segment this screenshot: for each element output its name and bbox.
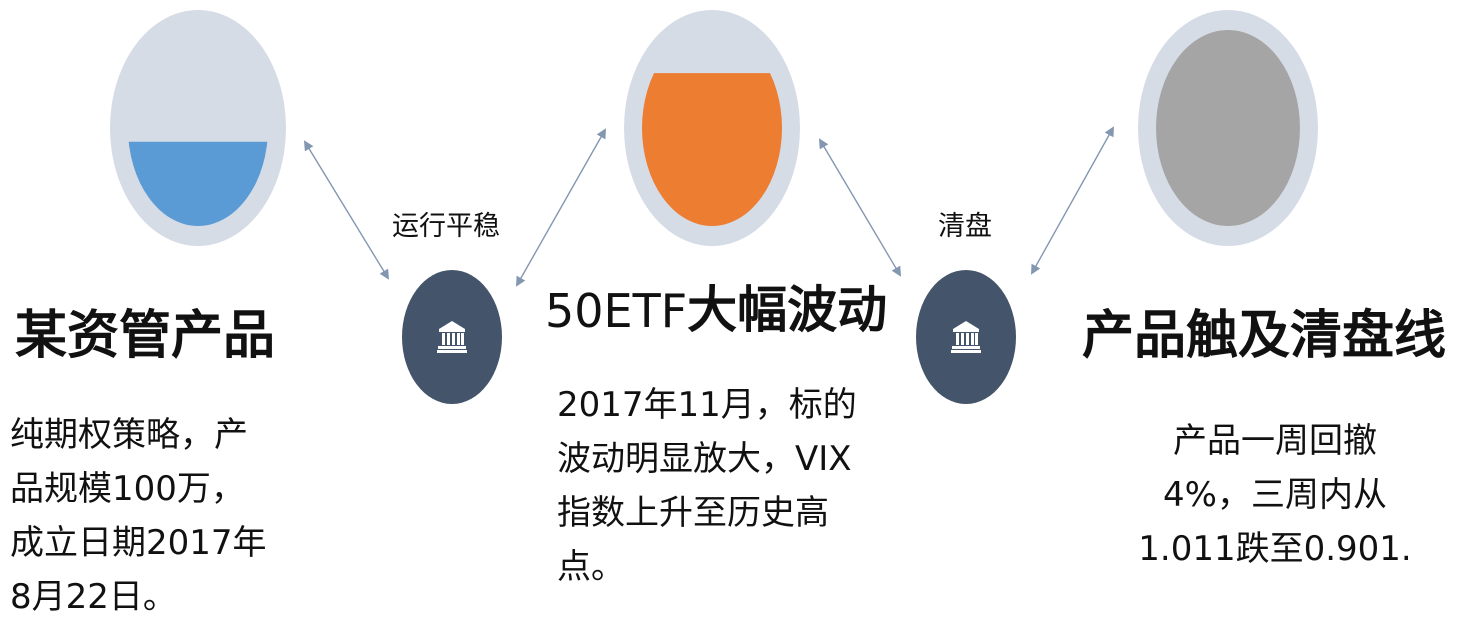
stage-2-egg [624, 10, 800, 246]
transition-label-stable: 运行平稳 [392, 211, 500, 242]
connector-arrow-3 [818, 138, 902, 277]
stage-1-desc-line: 成立日期2017年 [10, 523, 267, 563]
stage-3-desc-line: 产品一周回撤 [1173, 421, 1377, 461]
transition-node-2 [916, 270, 1016, 404]
stage-2-desc-line: 波动明显放大，VIX [557, 439, 852, 479]
bank-icon [951, 321, 981, 353]
stage-2-description: 2017年11月，标的 波动明显放大，VIX 指数上升至历史高 点。 [557, 378, 877, 594]
stage-3-description: 产品一周回撤 4%，三周内从 1.011跌至0.901. [1130, 414, 1420, 576]
connector-arrow-2 [516, 128, 606, 287]
stage-3-desc-line: 1.011跌至0.901. [1138, 529, 1412, 569]
stage-1-desc-line: 8月22日。 [10, 577, 177, 617]
stage-2-desc-line: 指数上升至历史高 [557, 493, 829, 533]
stage-2-desc-line: 2017年11月，标的 [557, 385, 857, 425]
stage-1-desc-line: 品规模100万， [10, 469, 245, 509]
transition-label-liquidation: 清盘 [938, 211, 992, 242]
egg-fill [128, 141, 268, 226]
bank-icon [437, 321, 467, 353]
stage-3-title: 产品触及清盘线 [1082, 306, 1447, 366]
egg-fill [1156, 30, 1300, 226]
connector-arrow-1 [303, 140, 390, 280]
stage-2-desc-line: 点。 [557, 547, 625, 587]
stage-3-desc-line: 4%，三周内从 [1163, 475, 1387, 515]
stage-1-description: 纯期权策略，产 品规模100万， 成立日期2017年 8月22日。 [10, 408, 290, 624]
egg-fill [642, 73, 782, 226]
stage-2-title: 50ETF大幅波动 [545, 280, 887, 341]
stage-1-egg [110, 10, 286, 246]
stage-1-title: 某资管产品 [15, 306, 276, 366]
stage-3-egg [1138, 10, 1318, 246]
transition-node-1 [402, 270, 502, 404]
stage-1-desc-line: 纯期权策略，产 [10, 415, 248, 455]
stage-2-title-prefix: 50ETF [545, 284, 688, 338]
stage-2-title-bold: 大幅波动 [687, 281, 888, 339]
connector-arrow-4 [1031, 126, 1114, 275]
